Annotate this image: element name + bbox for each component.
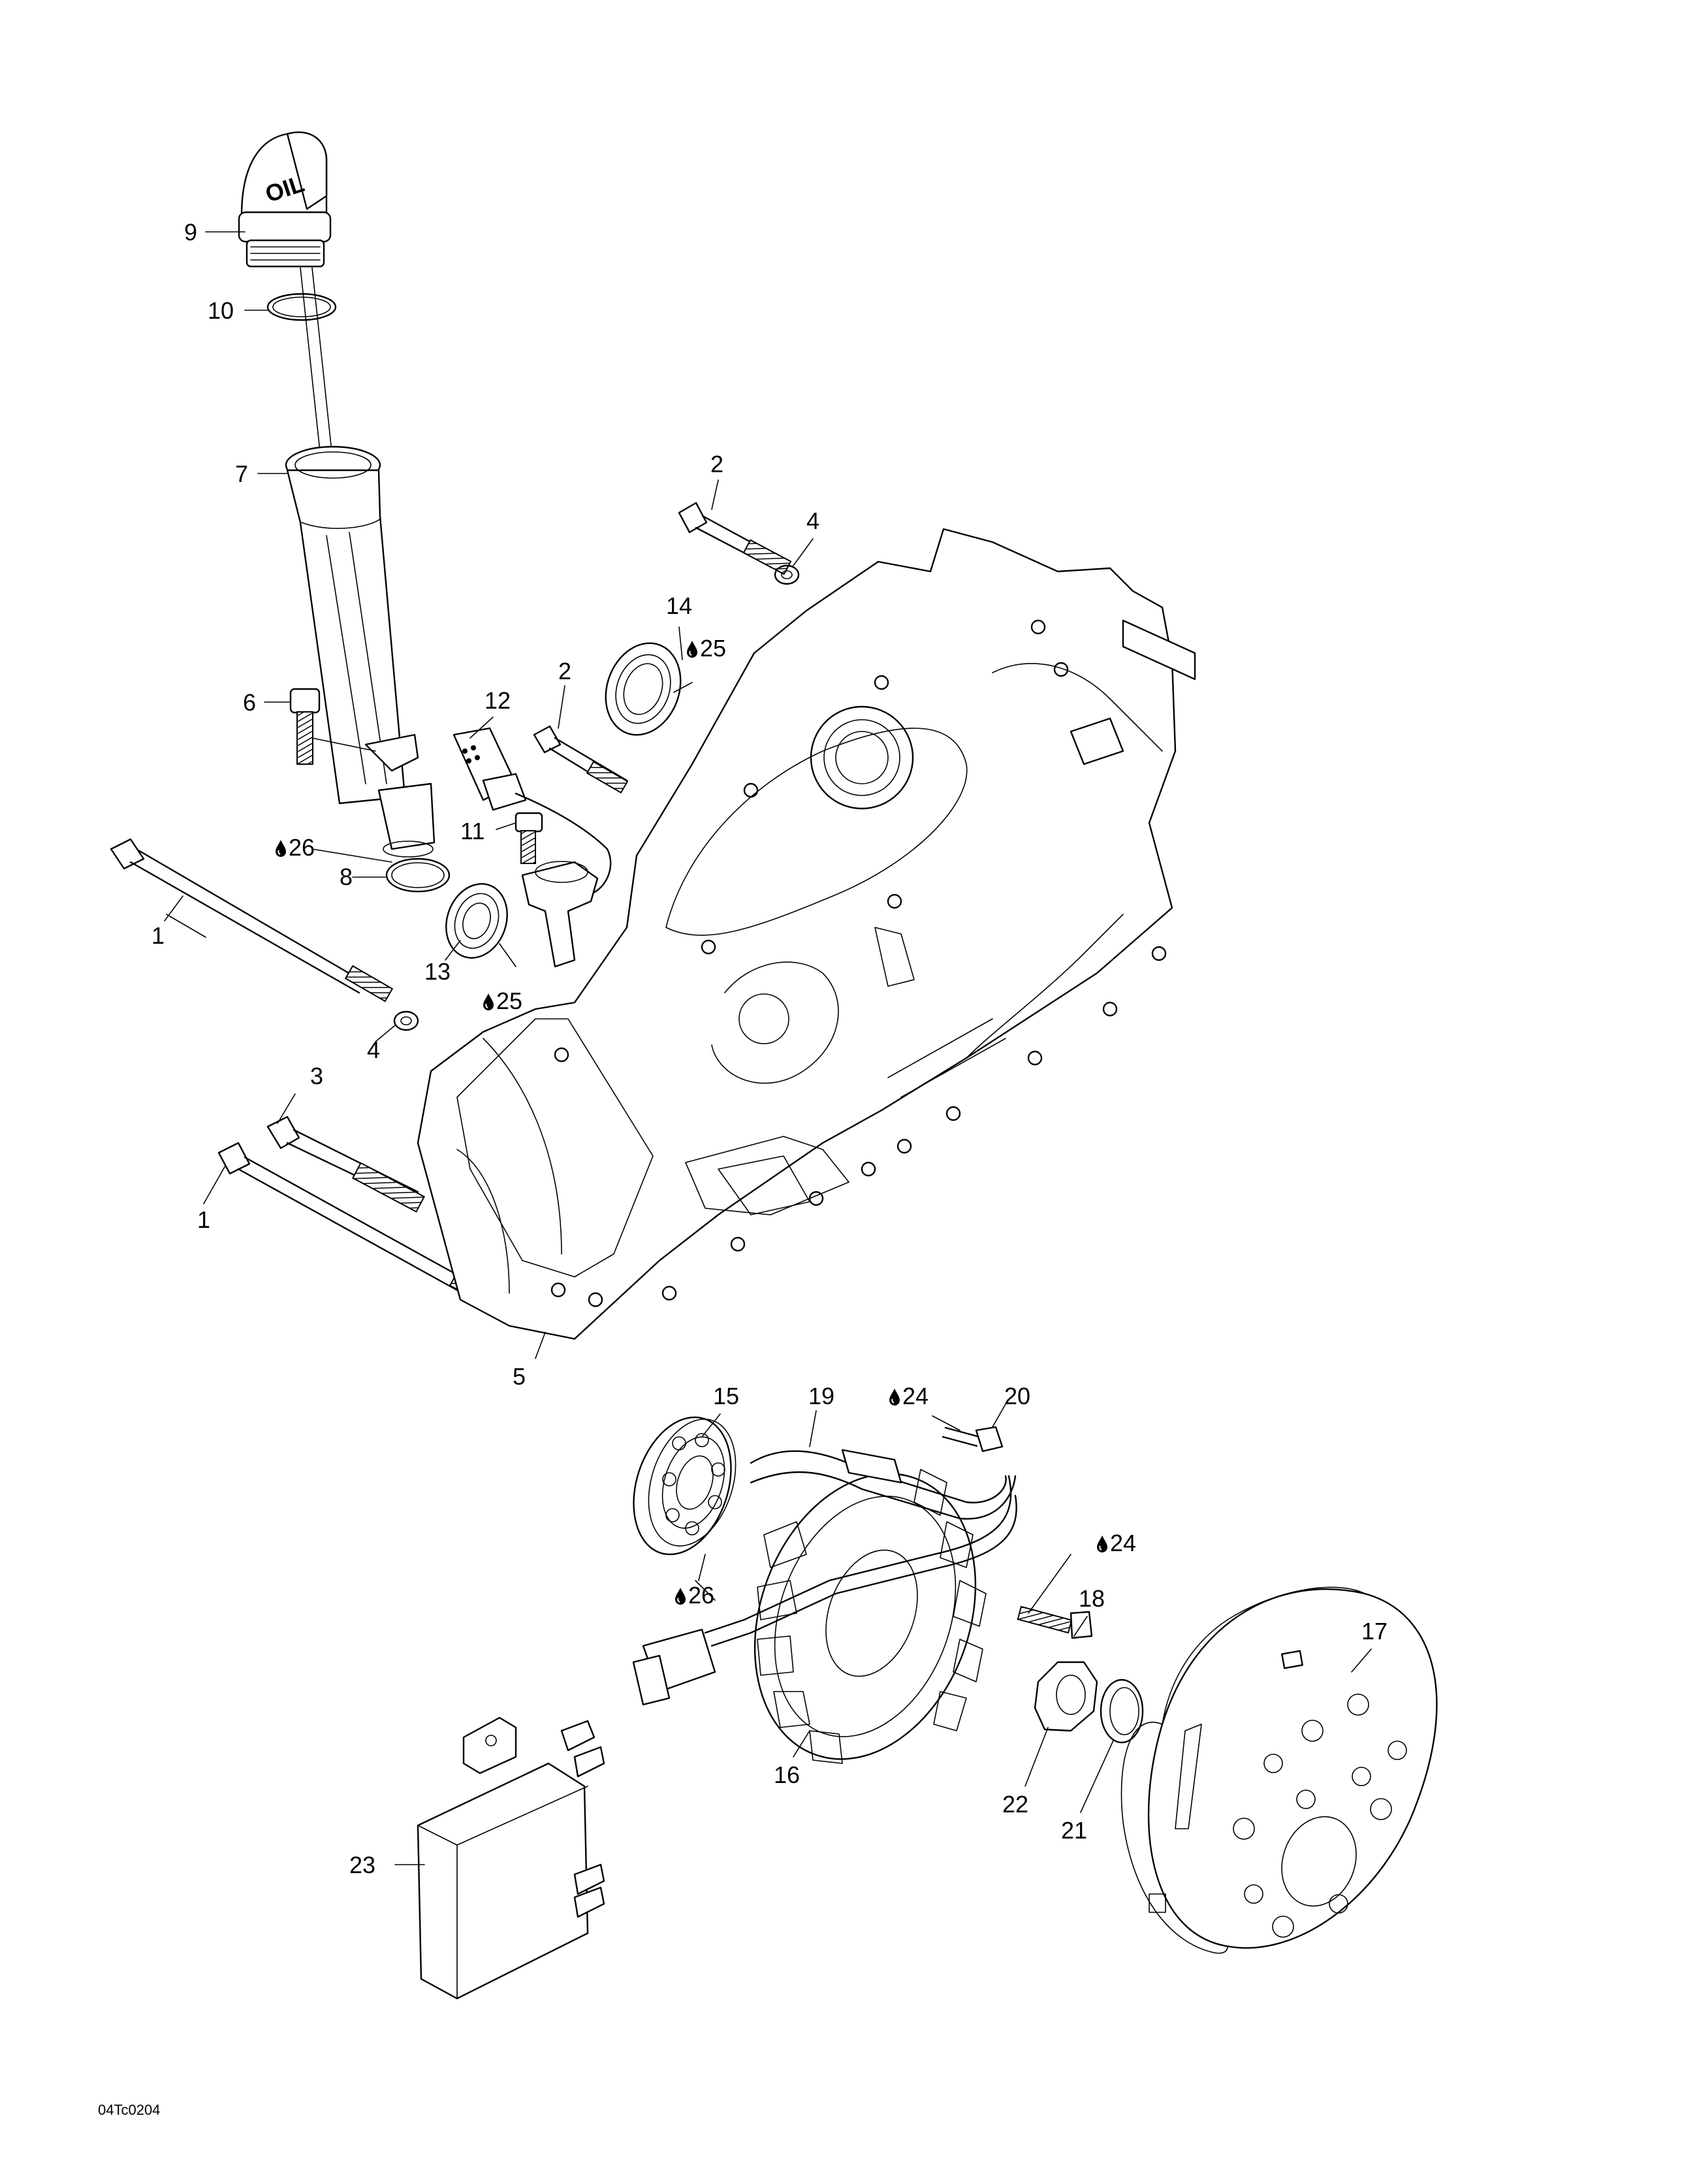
callout-20: 20	[1004, 1383, 1030, 1409]
oil-seal-part-14	[605, 642, 682, 736]
callout-22: 22	[1002, 1791, 1028, 1818]
callout-1-lower: 1	[197, 1206, 210, 1233]
callout-labels: 9 10 7 6 26 8 1 2 4 14 25 2 12 11 13 25 …	[98, 219, 1388, 2118]
drop-icon-25a	[686, 640, 698, 658]
screw-part-20	[942, 1426, 1004, 1453]
drop-icon-26a	[275, 839, 287, 858]
bolt-part-3	[266, 1116, 426, 1213]
callout-25a: 25	[700, 635, 726, 662]
callout-7: 7	[235, 460, 248, 487]
rotor-part-17	[1120, 1586, 1438, 1954]
callout-8: 8	[340, 863, 353, 890]
callout-26a: 26	[289, 834, 315, 861]
bolt-part-2-middle	[533, 725, 629, 794]
callout-14: 14	[666, 592, 692, 619]
callout-16: 16	[774, 1761, 800, 1788]
callout-15: 15	[713, 1383, 739, 1409]
callout-26b: 26	[688, 1582, 714, 1609]
figure-reference: 04Tc0204	[98, 2102, 160, 2118]
callout-2-middle: 2	[558, 658, 571, 684]
callout-4-upper: 4	[806, 507, 819, 534]
o-ring-part-10	[266, 293, 337, 321]
drop-icon-26b	[674, 1587, 686, 1605]
stator-harness-part-19	[632, 1449, 1017, 1706]
callout-6: 6	[243, 689, 256, 716]
drop-icon-24a	[889, 1388, 900, 1406]
nut-part-22	[1034, 1661, 1098, 1732]
callout-18: 18	[1079, 1585, 1105, 1612]
callout-17: 17	[1361, 1618, 1388, 1645]
lock-washer-part-21	[1100, 1678, 1144, 1744]
callout-2-upper: 2	[710, 451, 723, 477]
callout-1-upper: 1	[151, 922, 165, 949]
callout-23: 23	[349, 1852, 375, 1878]
crankcase-cover-part-5	[417, 528, 1196, 1340]
callout-24a: 24	[902, 1383, 928, 1409]
callout-19: 19	[808, 1383, 834, 1409]
screw-part-6	[289, 688, 376, 765]
callout-24b: 24	[1110, 1530, 1136, 1556]
leader-lines	[164, 231, 1372, 1865]
bolt-part-2-upper	[678, 502, 792, 575]
washer-part-4-upper	[774, 564, 800, 585]
sensor-part-12	[452, 727, 612, 896]
callout-3: 3	[310, 1063, 323, 1089]
washer-part-4-lower	[393, 1010, 419, 1031]
screw-part-11	[515, 812, 543, 864]
long-bolt-part-1-upper	[110, 838, 394, 1003]
oil-cap-part-9: OIL	[238, 131, 332, 268]
callout-11: 11	[460, 818, 484, 844]
callout-25b: 25	[496, 988, 522, 1014]
callout-12: 12	[484, 687, 511, 714]
stator-part-16	[754, 1469, 987, 1764]
drop-icon-25b	[483, 993, 494, 1011]
oil-seal-part-13	[445, 883, 508, 959]
callout-5: 5	[513, 1363, 526, 1390]
speed-sensor	[521, 861, 599, 968]
drop-icon-24b	[1096, 1535, 1108, 1553]
callout-9: 9	[184, 219, 197, 246]
callout-4-lower: 4	[367, 1036, 380, 1063]
callout-13: 13	[424, 958, 451, 985]
o-ring-part-8	[385, 858, 451, 893]
callout-10: 10	[208, 297, 234, 324]
bearing-part-15	[633, 1416, 737, 1556]
voltage-regulator-part-23	[417, 1716, 605, 2000]
dipstick-tube-part-7	[285, 445, 436, 858]
callout-21: 21	[1061, 1817, 1087, 1844]
